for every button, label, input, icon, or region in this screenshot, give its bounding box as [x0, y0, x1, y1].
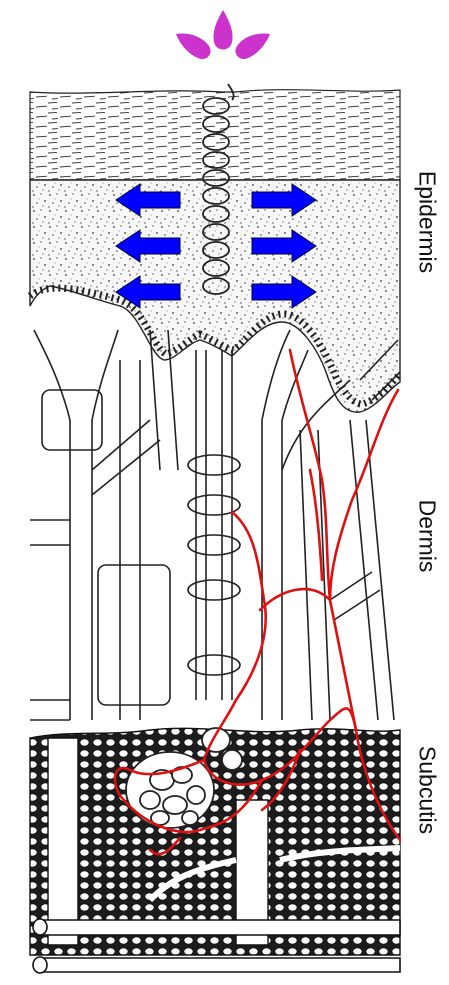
epidermis-label: Epidermis	[414, 171, 441, 273]
epidermis-layer	[30, 180, 400, 412]
dermis-label: Dermis	[414, 500, 441, 573]
sweat-droplet-icon	[176, 10, 270, 59]
subcutis-label: Subcutis	[414, 746, 441, 834]
